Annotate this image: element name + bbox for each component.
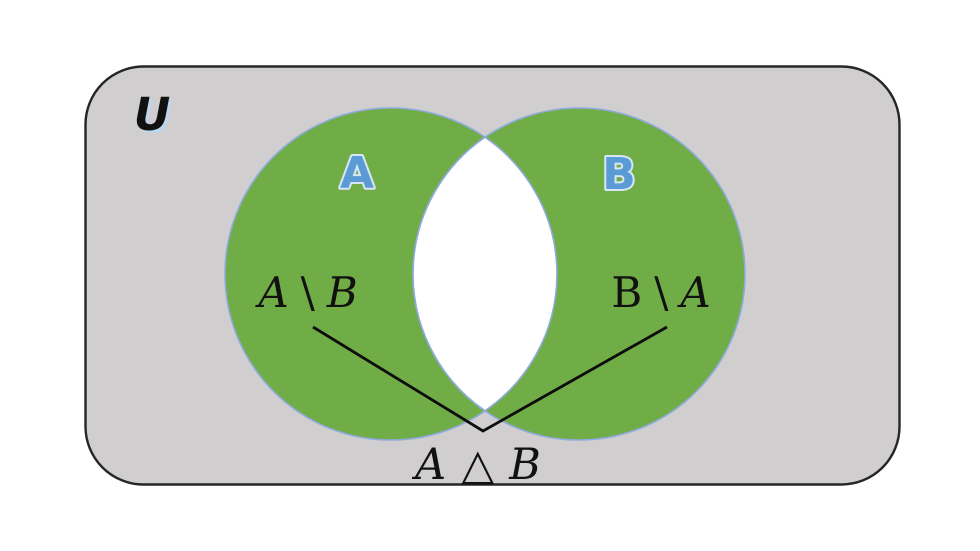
right-region-set2: A	[676, 268, 710, 317]
universe-label: U	[134, 88, 171, 141]
universe-label-shadow: U	[136, 91, 173, 144]
right-region-label: B\A	[611, 268, 710, 317]
caption-operator: △	[461, 440, 494, 490]
caption-set1: A	[411, 440, 446, 490]
caption-set2: B	[508, 440, 541, 490]
set-b-label: B	[602, 149, 636, 200]
intersection-lens	[412, 136, 558, 412]
caption-label: A △ B	[411, 440, 541, 490]
left-region-set1: A	[254, 268, 288, 317]
set-a-label: A	[340, 148, 374, 199]
right-region-operator: \	[654, 268, 669, 317]
right-region-set1: B	[611, 268, 642, 317]
leader-lines	[312, 325, 668, 433]
left-region-operator: \	[301, 268, 316, 317]
left-region-set2: B	[326, 268, 358, 317]
left-region-label: A \B	[254, 268, 357, 317]
